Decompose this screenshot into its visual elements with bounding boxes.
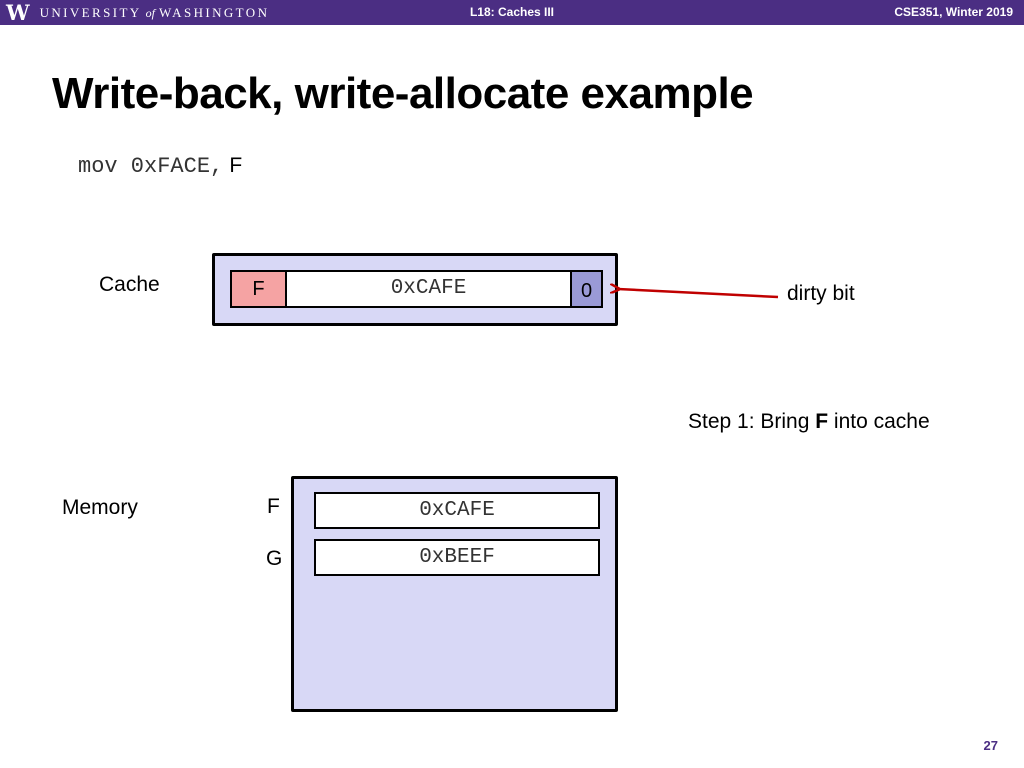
slide-title: Write-back, write-allocate example (52, 69, 754, 118)
step-prefix: Step 1: Bring (688, 410, 816, 433)
memory-label: Memory (62, 496, 138, 519)
uw-w-mark: W (6, 0, 30, 25)
instruction: mov 0xFACE, F (78, 151, 242, 181)
memory-cell-g: 0xBEEF (314, 539, 600, 576)
uw-wordmark-university: UNIVERSITY (39, 4, 142, 20)
memory-address-f: F (267, 495, 280, 518)
lecture-title: L18: Caches III (469, 5, 555, 19)
step-text: Step 1: Bring F into cache (688, 408, 930, 436)
step-suffix: into cache (828, 410, 930, 433)
cache-data-cell: 0xCAFE (285, 270, 572, 308)
memory-cell-f: 0xCAFE (314, 492, 600, 529)
step-bold: F (815, 410, 829, 433)
instruction-code: mov 0xFACE, (78, 154, 224, 179)
page-number: 27 (983, 738, 998, 753)
course-name: CSE351, Winter 2019 (894, 5, 1013, 19)
dirty-bit-label: dirty bit (787, 282, 855, 305)
cache-label: Cache (99, 273, 160, 296)
arrow-line (618, 289, 779, 299)
memory-address-g: G (266, 547, 283, 570)
uw-wordmark-of: of (145, 5, 155, 20)
instruction-operand: F (229, 154, 243, 177)
cache-dirty-bit-cell: 0 (570, 270, 603, 308)
uw-wordmark-washington: WASHINGTON (158, 4, 270, 20)
